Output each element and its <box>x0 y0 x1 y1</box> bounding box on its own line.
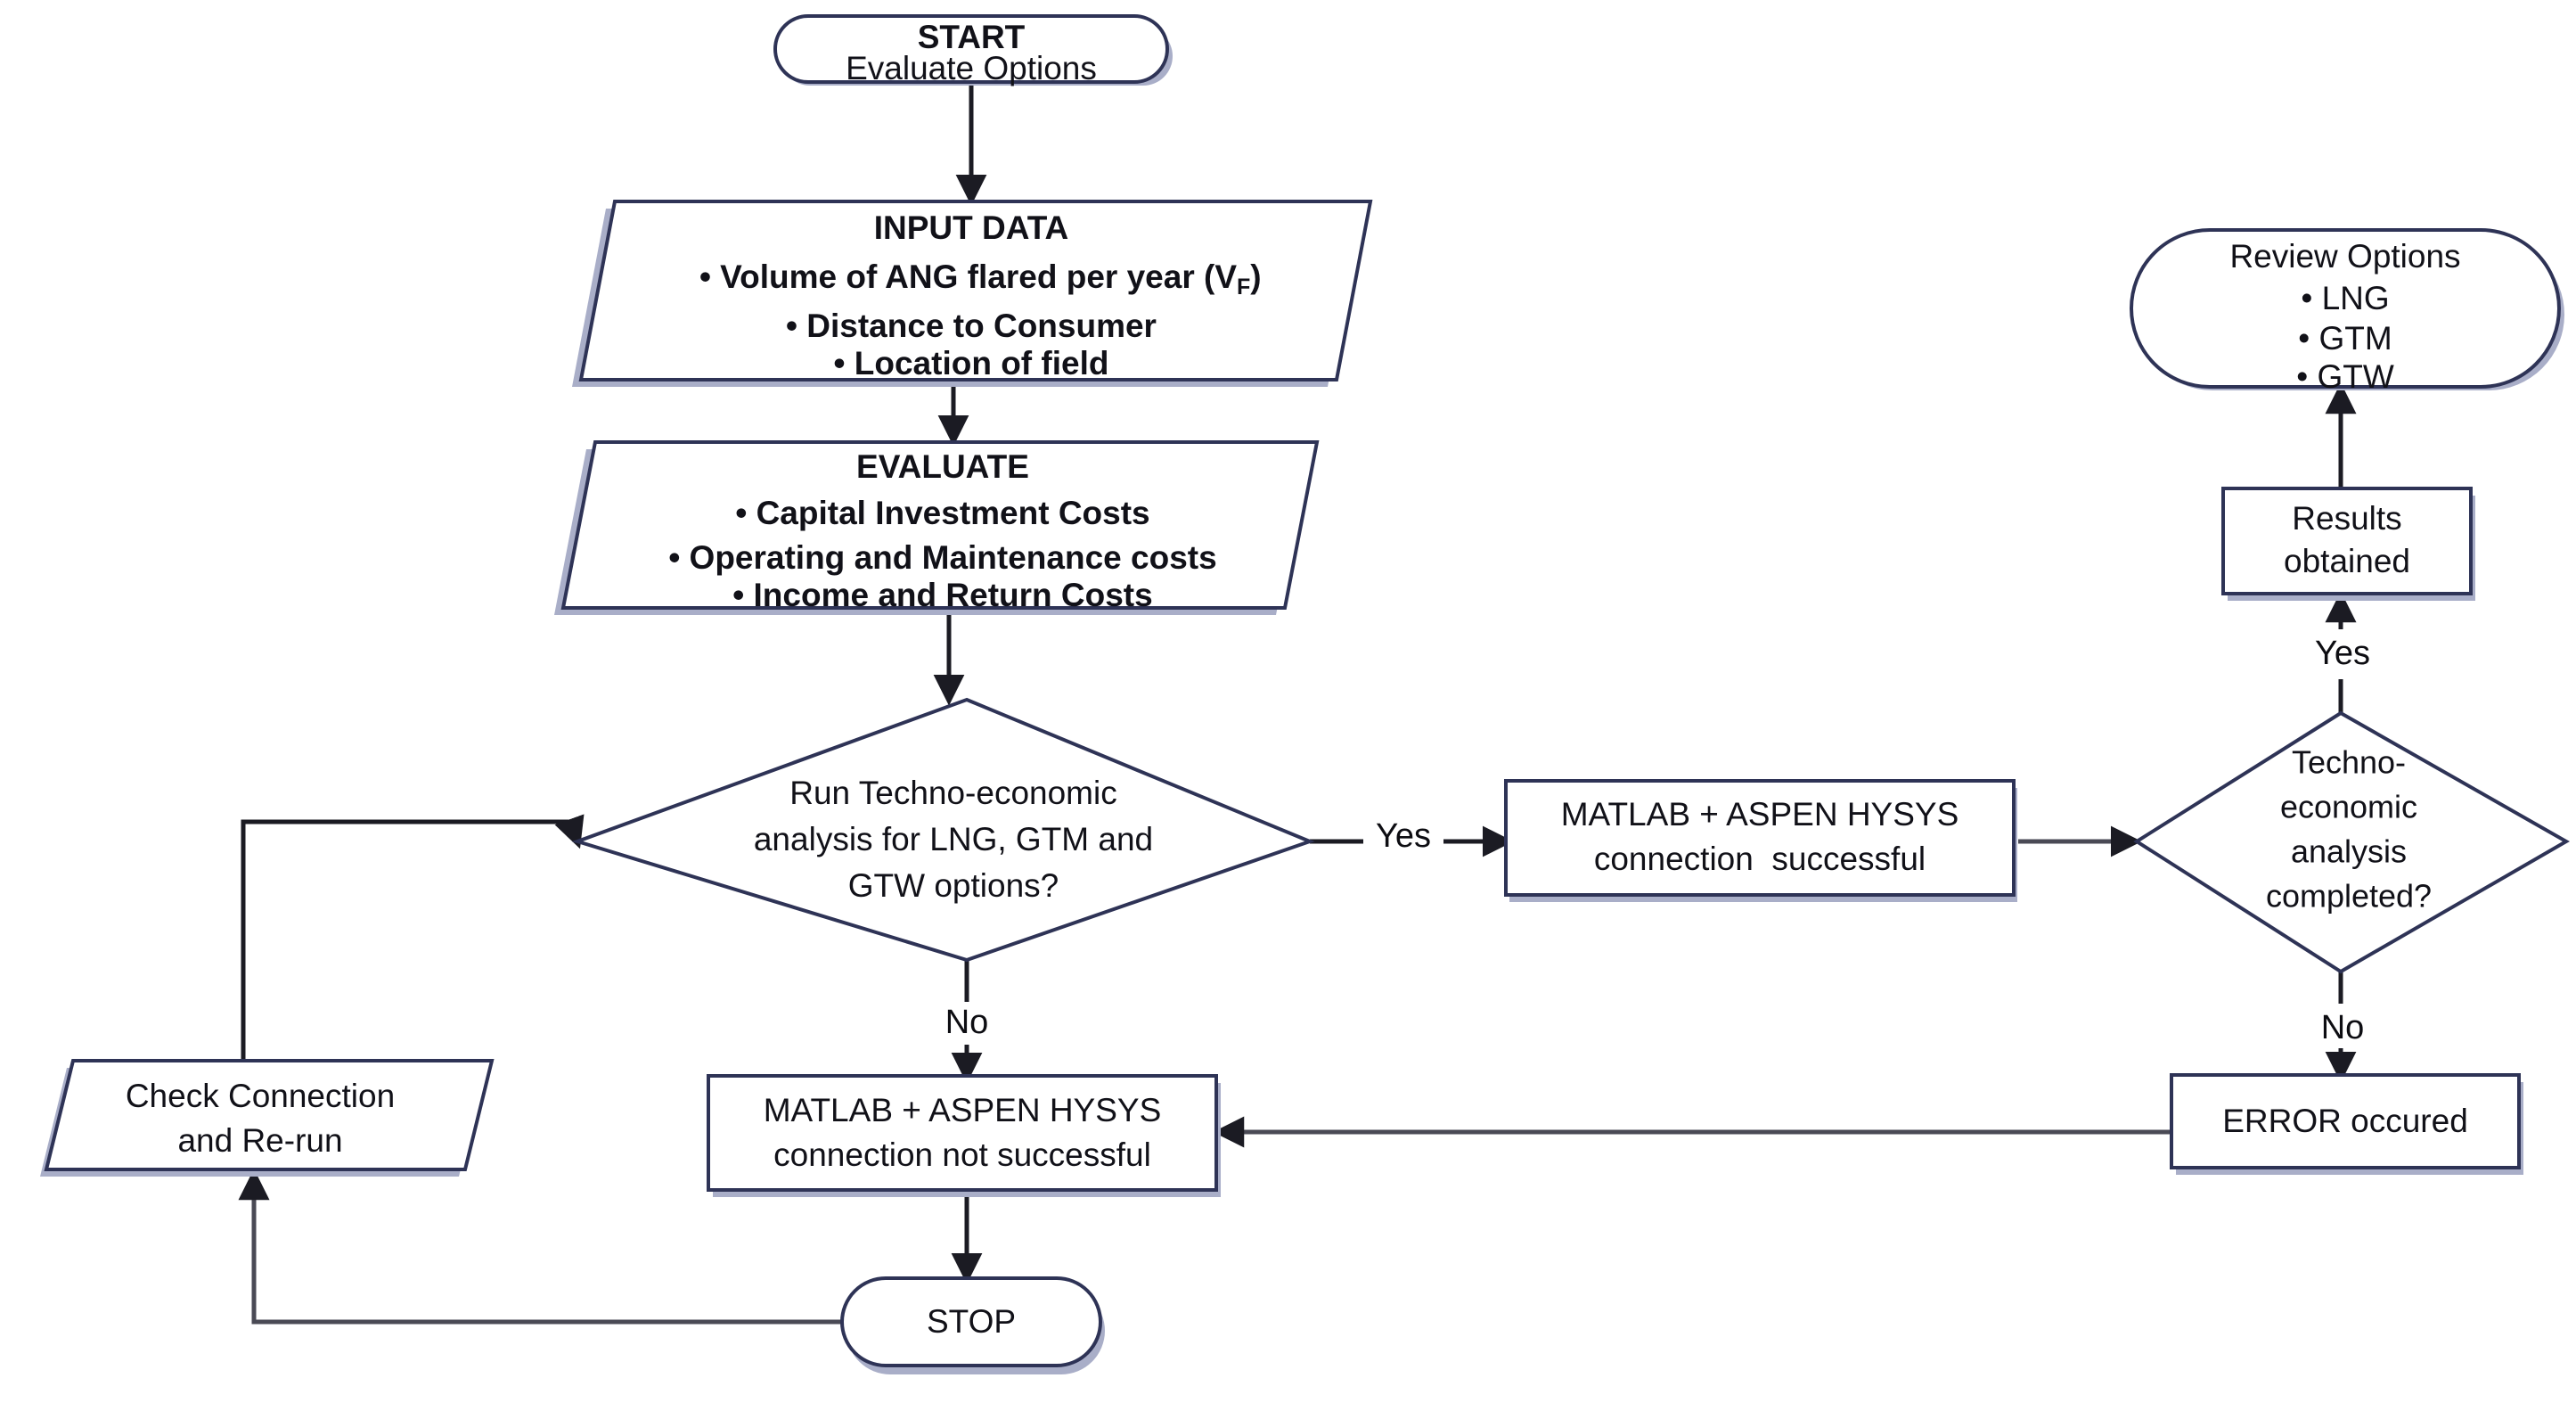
evaluate-item-2: • Income and Return Costs <box>732 577 1152 613</box>
results-line-1: obtained <box>2284 543 2410 579</box>
analysis-decision-line-2: analysis <box>2291 833 2407 870</box>
evaluate-item-1: • Operating and Maintenance costs <box>668 539 1216 576</box>
node-evaluate[interactable]: EVALUATE • Capital Investment Costs • Op… <box>554 440 1320 615</box>
input-data-item-2: • Location of field <box>834 345 1109 381</box>
check-connection-line-0: Check Connection <box>126 1078 395 1114</box>
edge-label-analysis-yes: Yes <box>2315 635 2370 672</box>
input-data-item-1: • Distance to Consumer <box>786 308 1157 344</box>
input-data-item-0: • Volume of ANG flared per year (VF) <box>635 258 1307 299</box>
edge-label-run-no: No <box>945 1004 989 1041</box>
connection-ok-line-0: MATLAB + ASPEN HYSYS <box>1561 796 1959 833</box>
edge-check-connection-to-run-decision <box>241 814 585 1061</box>
start-line2: Evaluate Options <box>846 50 1097 86</box>
node-check-connection[interactable]: Check Connection and Re-run <box>40 1059 495 1177</box>
node-start[interactable]: START Evaluate Options <box>773 14 1173 86</box>
edge-stop-to-check-connection <box>238 1169 842 1325</box>
connection-fail-line-1: connection not successful <box>773 1136 1151 1173</box>
review-options-item-1: • GTM <box>2298 320 2392 357</box>
analysis-decision-line-1: economic <box>2280 789 2417 825</box>
review-options-item-2: • GTW <box>2296 358 2394 395</box>
check-connection-line-1: and Re-run <box>177 1122 342 1159</box>
node-connection-successful[interactable]: MATLAB + ASPEN HYSYS connection successf… <box>1504 779 2017 902</box>
node-results-obtained[interactable]: Results obtained <box>2221 487 2475 601</box>
connection-ok-line-1: connection successful <box>1594 841 1926 877</box>
edge-label-run-yes: Yes <box>1376 817 1431 855</box>
run-decision-line-2: GTW options? <box>848 867 1059 904</box>
review-options-item-0: • LNG <box>2301 280 2389 316</box>
start-line1: START <box>918 19 1026 55</box>
run-decision-line-1: analysis for LNG, GTM and <box>754 821 1153 857</box>
input-data-heading: INPUT DATA <box>874 209 1069 246</box>
node-error-occured[interactable]: ERROR occured <box>2170 1073 2523 1175</box>
error-line-0: ERROR occured <box>2222 1103 2468 1139</box>
edge-label-analysis-no: No <box>2321 1009 2365 1046</box>
connection-fail-line-0: MATLAB + ASPEN HYSYS <box>764 1092 1162 1128</box>
node-stop[interactable]: STOP <box>840 1276 1105 1374</box>
analysis-decision-line-3: completed? <box>2266 878 2432 915</box>
analysis-decision-line-0: Techno- <box>2292 744 2406 781</box>
review-options-heading: Review Options <box>2229 238 2460 275</box>
evaluate-item-0: • Capital Investment Costs <box>735 495 1149 531</box>
stop-line-0: STOP <box>927 1303 1016 1340</box>
node-input-data[interactable]: INPUT DATA • Volume of ANG flared per ye… <box>572 200 1373 387</box>
node-run-decision[interactable]: Run Techno-economic analysis for LNG, GT… <box>571 697 1315 963</box>
evaluate-heading: EVALUATE <box>856 448 1029 485</box>
results-line-0: Results <box>2292 500 2401 537</box>
node-analysis-decision[interactable]: Techno- economic analysis completed? <box>2133 710 2571 974</box>
run-decision-line-0: Run Techno-economic <box>789 775 1116 811</box>
node-connection-not-successful[interactable]: MATLAB + ASPEN HYSYS connection not succ… <box>707 1074 1221 1197</box>
node-review-options[interactable]: Review Options • LNG • GTM • GTW <box>2130 228 2564 395</box>
